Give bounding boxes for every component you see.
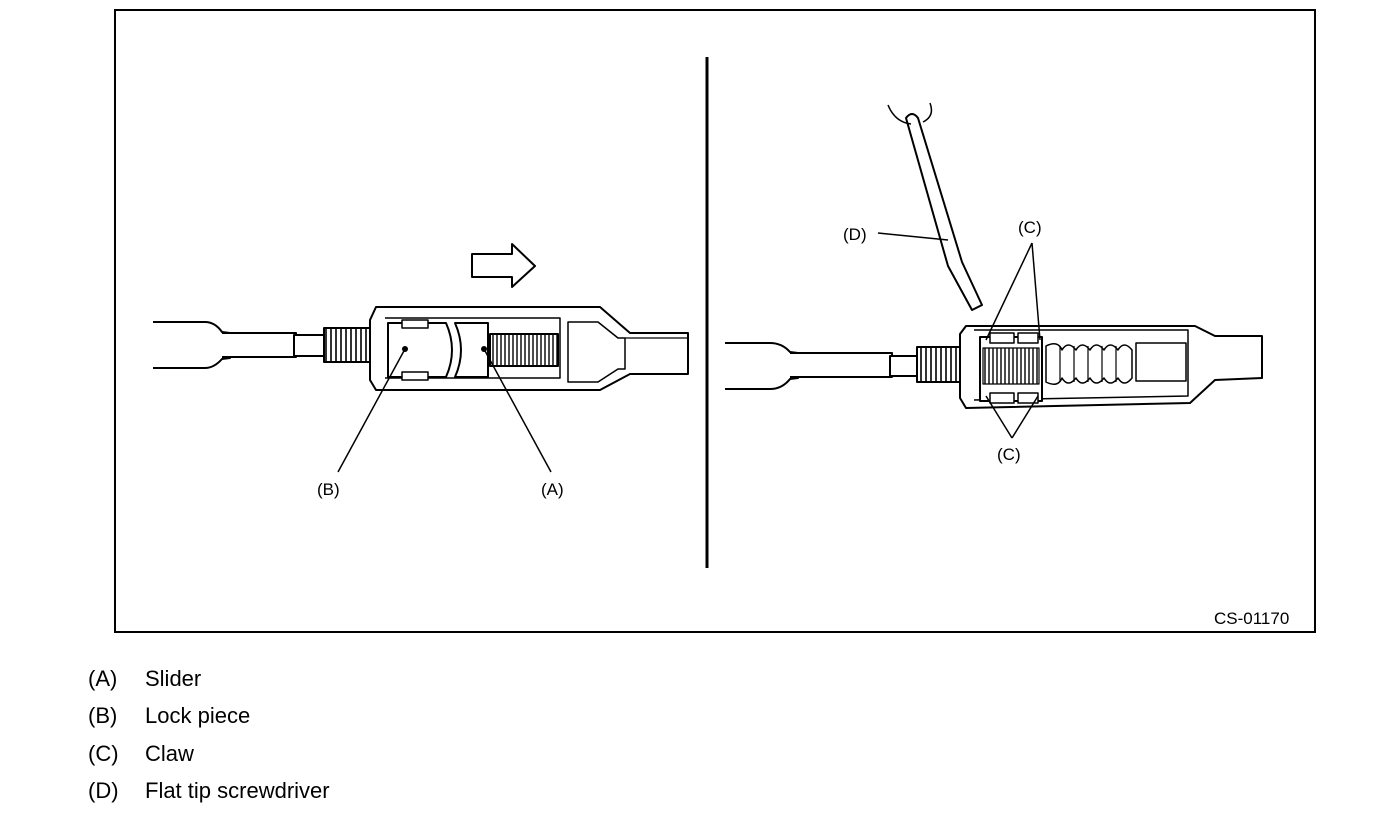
cable-rod-left bbox=[222, 332, 297, 358]
legend-key: (C) bbox=[88, 740, 119, 766]
right-panel-cable-assembly bbox=[725, 102, 1263, 439]
callout-c-bottom: (C) bbox=[997, 445, 1021, 464]
callout-c-top: (C) bbox=[1018, 218, 1042, 237]
legend-text: Flat tip screwdriver bbox=[145, 778, 330, 804]
legend-key: (A) bbox=[88, 665, 118, 691]
threaded-end-left bbox=[323, 327, 375, 363]
legend-text: Lock piece bbox=[145, 703, 251, 729]
legend-item-c: (C) Claw bbox=[88, 735, 330, 773]
left-panel-cable-assembly bbox=[153, 243, 689, 473]
figure-frame bbox=[114, 9, 1316, 633]
direction-arrow bbox=[471, 243, 536, 288]
cable-rod-right bbox=[790, 352, 893, 378]
legend-key: (D) bbox=[88, 778, 119, 804]
rod-collar-left bbox=[293, 334, 325, 357]
legend-text: Slider bbox=[145, 665, 202, 691]
callout-a: (A) bbox=[541, 480, 564, 499]
screwdriver-tip bbox=[905, 113, 983, 311]
spring-right bbox=[1045, 343, 1133, 385]
rod-collar-right bbox=[889, 355, 919, 377]
legend-text: Claw bbox=[145, 740, 194, 766]
cable-outer-right bbox=[725, 342, 799, 390]
figure-code: CS-01170 bbox=[1214, 609, 1289, 628]
spring-left bbox=[489, 333, 559, 367]
lock-piece-left bbox=[387, 322, 453, 378]
legend-list: (A) Slider (B) Lock piece (C) Claw (D) F… bbox=[88, 660, 330, 810]
legend-item-d: (D) Flat tip screwdriver bbox=[88, 773, 330, 811]
callout-b: (B) bbox=[317, 480, 340, 499]
legend-item-a: (A) Slider bbox=[88, 660, 330, 698]
cable-outer-left bbox=[153, 321, 231, 369]
legend-key: (B) bbox=[88, 703, 118, 729]
slider-left bbox=[454, 322, 489, 378]
callout-d: (D) bbox=[843, 225, 867, 244]
legend-item-b: (B) Lock piece bbox=[88, 698, 330, 736]
